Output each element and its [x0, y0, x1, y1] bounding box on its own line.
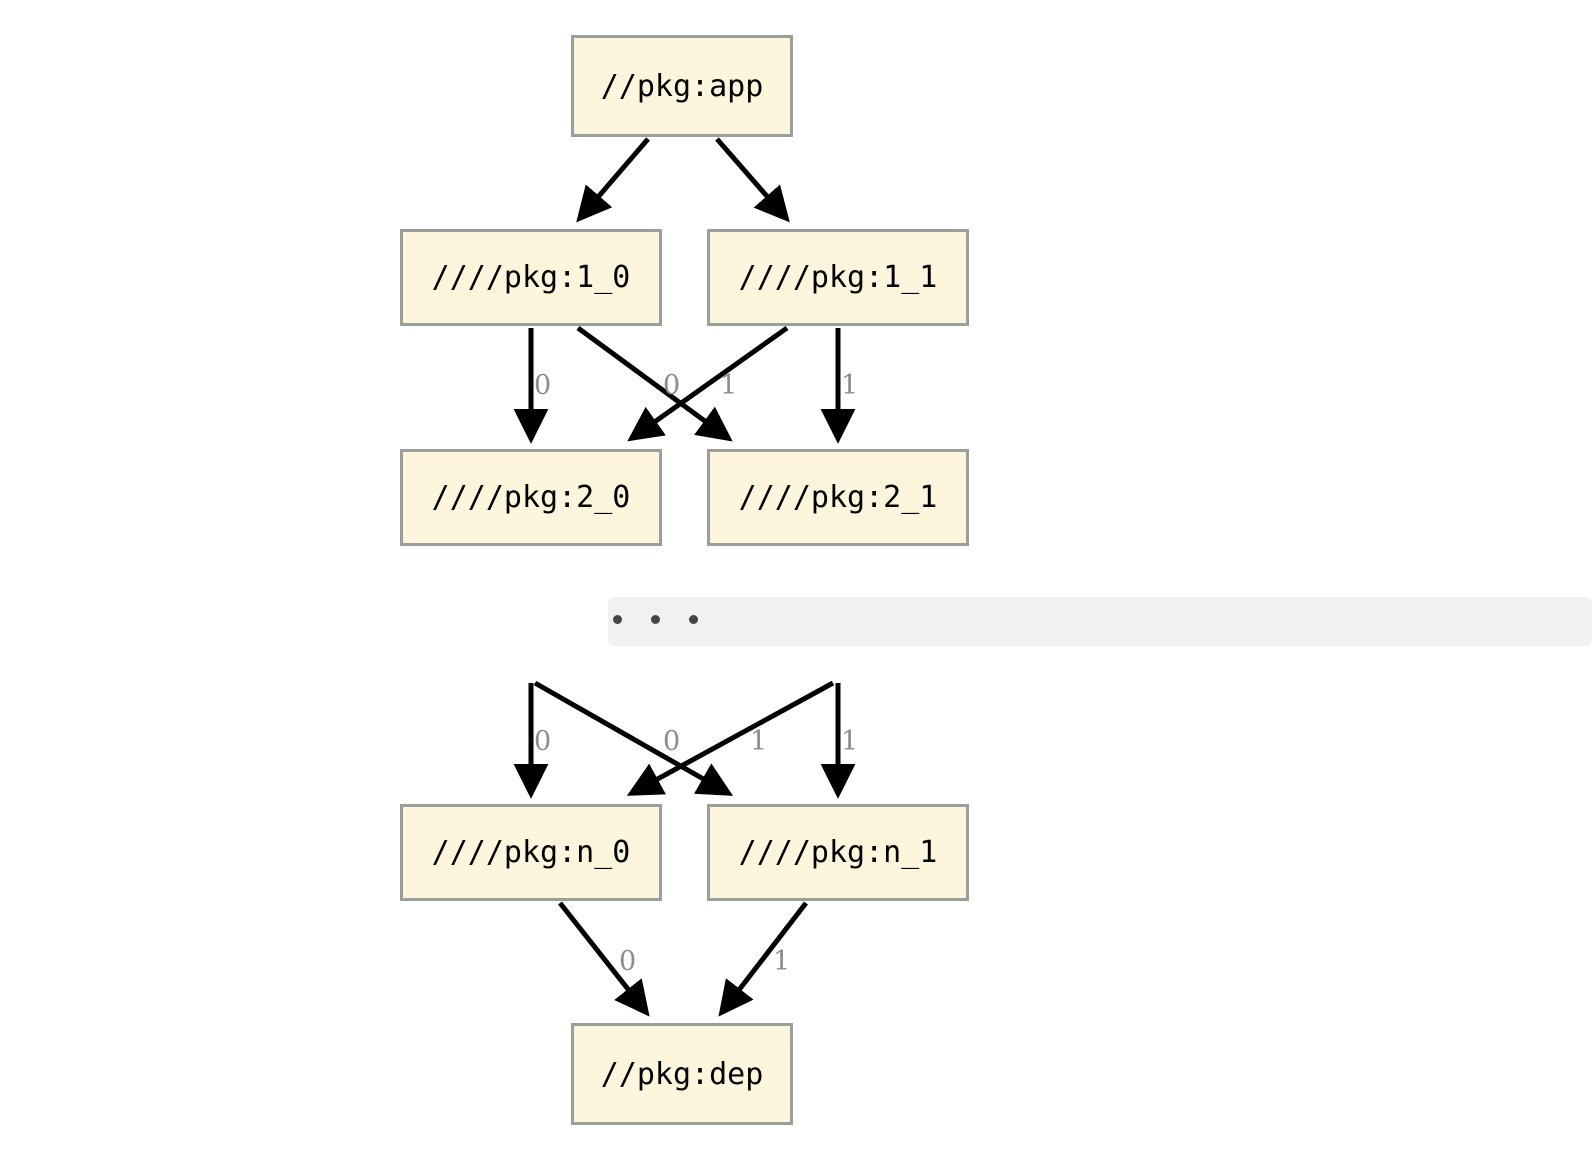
edge-label-1_1-to-2_1: 1 — [841, 370, 859, 401]
ellipsis-dot — [613, 615, 622, 624]
edge-label-above-to-n_0-cross: 1 — [750, 726, 768, 757]
node-label: //pkg:app — [600, 68, 764, 104]
node-label: ////pkg:2_0 — [431, 480, 631, 515]
edge-above-to-n_0-cross — [626, 680, 835, 796]
node-pkg-1_0[interactable]: ////pkg:1_0 — [400, 229, 662, 326]
edge-label-above-to-n_1: 1 — [841, 726, 859, 757]
edge-label-n_1-to-dep: 1 — [773, 946, 791, 977]
edge-label-1_1-to-2_0: 1 — [720, 370, 738, 401]
node-label: ////pkg:n_0 — [431, 835, 631, 870]
edge-label-n_0-to-dep: 0 — [619, 946, 637, 977]
edge-1_0-to-2_1 — [576, 325, 733, 442]
node-label: ////pkg:1_1 — [738, 260, 938, 295]
node-pkg-app[interactable]: //pkg:app — [571, 35, 793, 137]
edge-1_1-to-2_0 — [627, 325, 789, 442]
node-label: ////pkg:1_0 — [431, 260, 631, 295]
edge-label-1_0-to-2_1: 0 — [663, 370, 681, 401]
node-label: ////pkg:2_1 — [738, 480, 938, 515]
edge-label-above-to-n_1-cross: 0 — [663, 726, 681, 757]
node-label: ////pkg:n_1 — [738, 835, 938, 870]
edge-app-to-1_0 — [576, 137, 650, 223]
edge-label-1_0-to-2_0: 0 — [534, 370, 552, 401]
graph-truncation-band — [608, 597, 1592, 646]
node-pkg-2_0[interactable]: ////pkg:2_0 — [400, 449, 662, 546]
edge-app-to-1_1 — [715, 137, 790, 223]
edge-n_0-to-dep — [558, 901, 650, 1017]
node-pkg-dep[interactable]: //pkg:dep — [571, 1023, 793, 1125]
node-pkg-2_1[interactable]: ////pkg:2_1 — [707, 449, 969, 546]
node-label: //pkg:dep — [600, 1056, 764, 1092]
node-pkg-n_1[interactable]: ////pkg:n_1 — [707, 804, 969, 901]
edge-above-to-n_1-cross — [533, 680, 734, 796]
node-pkg-1_1[interactable]: ////pkg:1_1 — [707, 229, 969, 326]
ellipsis-icon — [613, 615, 698, 624]
edge-n_1-to-dep — [718, 901, 808, 1017]
node-pkg-n_0[interactable]: ////pkg:n_0 — [400, 804, 662, 901]
ellipsis-dot — [689, 615, 698, 624]
ellipsis-dot — [651, 615, 660, 624]
edge-label-above-to-n_0: 0 — [534, 726, 552, 757]
